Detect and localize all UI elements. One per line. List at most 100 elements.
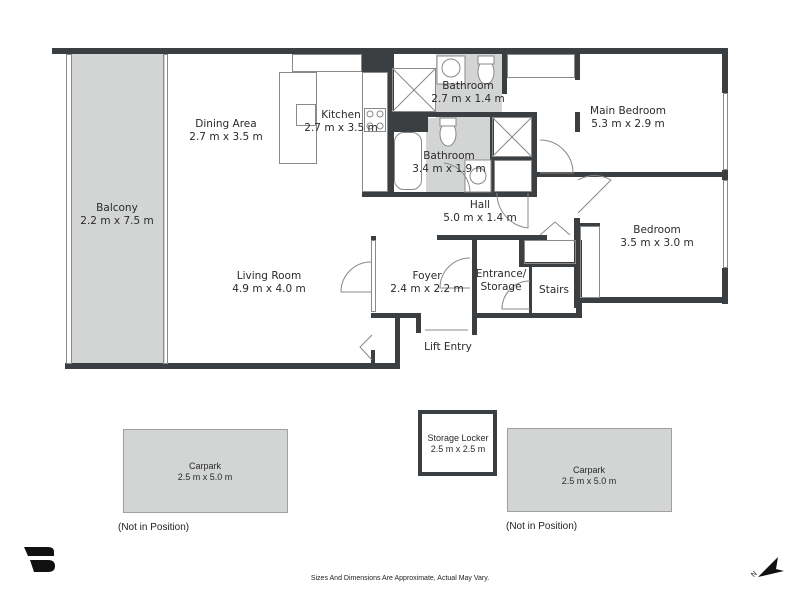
wall-bath2-shower-bottom [490,156,535,160]
room-dims: 3.5 m x 3.0 m [620,237,694,249]
room-name: Bathroom [442,80,494,92]
disclaimer-text: Sizes And Dimensions Are Approximate, Ac… [310,575,490,582]
balcony-sliding-door [163,54,168,364]
bathtub [394,132,422,190]
kitchen-bench-right [362,72,388,192]
wall-closet-box [519,235,524,265]
room-label-main-bedroom: Main Bedroom 5.3 m x 2.9 m [590,105,666,131]
wall-bath1-bottom [428,112,532,117]
room-name: Living Room [236,270,302,282]
laundry-box [524,240,576,264]
room-name-2: Storage [480,281,522,293]
carpark-name: Carpark [572,465,605,475]
room-dims: 2.4 m x 2.2 m [390,283,464,295]
room-name: Bathroom [423,150,475,162]
shower-1 [392,68,436,112]
wall-lift-stub [371,350,375,364]
room-name: Hall [469,199,491,211]
wall-bottom-left [65,363,400,369]
room-dims: 5.0 m x 1.4 m [443,212,517,224]
room-label-living: Living Room 4.9 m x 4.0 m [232,270,305,296]
room-name: Entrance/ [475,268,527,280]
room-dims: 4.9 m x 4.0 m [232,283,306,295]
wall-bedroom-bottom [574,297,728,303]
wall-stairs-divider [529,262,532,314]
wall-left-tick [362,54,390,72]
wall-stairs-right [576,240,582,318]
wall-entrance-bottom [472,313,582,318]
locker-dims: 2.5 m x 2.5 m [430,444,486,454]
wall-bedroom-wardrobe [580,223,600,227]
carpark-1 [123,429,288,513]
kitchen-upper-bench [292,54,362,72]
wall-mainbed-bottom [536,172,728,177]
wardrobe-main [507,54,575,78]
linen-cupboard [494,160,532,192]
wall-mainbed-left-top [575,54,580,80]
carpark-name: Carpark [188,461,221,471]
wall-right-seg1 [722,48,728,93]
room-label-balcony: Balcony 2.2 m x 7.5 m [80,202,153,228]
room-label-bathroom-2: Bathroom 3.4 m x 1.9 m [412,150,485,176]
window-right-1 [723,93,728,170]
room-name: Kitchen [321,109,361,121]
wall-mainbed-left-mid [575,112,580,132]
room-name: Stairs [539,284,569,296]
room-label-foyer: Foyer 2.4 m x 2.2 m [390,270,463,296]
carpark-1-label: Carpark 2.5 m x 5.0 m [178,461,233,483]
carpark-dims: 2.5 m x 5.0 m [177,472,233,482]
wall-bath1-right [502,54,507,94]
north-arrow-icon [758,557,784,577]
room-label-lift-entry: Lift Entry [424,341,472,354]
shower-2 [492,117,532,157]
kitchen-island [279,72,317,164]
wall-closet-bottom [519,262,579,267]
room-dims: 2.7 m x 3.5 m [189,131,263,143]
locker-name: Storage Locker [427,433,489,443]
balcony-outer-rail [66,54,72,364]
room-label-hall: Hall 5.0 m x 1.4 m [443,199,516,225]
room-name: Foyer [412,270,442,282]
room-name: Bedroom [633,224,681,236]
room-dims: 2.7 m x 3.5 m [304,122,378,134]
room-name: Lift Entry [424,341,472,353]
carpark-1-note: (Not in Position) [118,522,190,533]
room-label-kitchen: Kitchen 2.7 m x 3.5 m [304,109,377,135]
wall-bath2-right [532,112,537,197]
carpark-2 [507,428,672,512]
room-dims: 5.3 m x 2.9 m [591,118,665,130]
wall-foyer-top [437,235,547,240]
room-name: Dining Area [195,118,257,130]
wall-lift-left [416,313,421,333]
carpark-2-note: (Not in Position) [506,521,578,532]
room-label-bedroom: Bedroom 3.5 m x 3.0 m [620,224,693,250]
kitchen-sink [296,104,316,126]
wall-right-seg3 [722,268,728,304]
wall-bath-split [388,112,428,132]
window-right-2 [723,180,728,268]
carpark-2-label: Carpark 2.5 m x 5.0 m [562,465,617,487]
wall-bath-bottom [362,192,536,197]
wall-lift-corridor-top [371,313,401,318]
room-dims: 2.7 m x 1.4 m [431,93,505,105]
wall-living-corner [371,236,376,241]
room-label-entrance-storage: Entrance/ Storage [476,268,527,294]
foyer-glass [371,240,376,312]
balcony-area [71,54,165,364]
brand-logo-icon [24,547,55,572]
room-name: Balcony [96,202,138,214]
wall-foyer-right [472,235,477,335]
kitchen-cooktop [364,108,386,132]
room-name: Main Bedroom [590,105,666,117]
room-dims: 3.4 m x 1.9 m [412,163,486,175]
storage-locker [418,410,497,476]
storage-locker-label: Storage Locker 2.5 m x 2.5 m [427,433,488,455]
room-label-stairs: Stairs [539,284,569,297]
room-label-bathroom-1: Bathroom 2.7 m x 1.4 m [431,80,504,106]
wall-top [52,48,728,54]
wall-lift-corridor [395,313,400,369]
room-dims: 2.2 m x 7.5 m [80,215,154,227]
carpark-dims: 2.5 m x 5.0 m [561,476,617,486]
wardrobe-bedroom [580,226,600,298]
